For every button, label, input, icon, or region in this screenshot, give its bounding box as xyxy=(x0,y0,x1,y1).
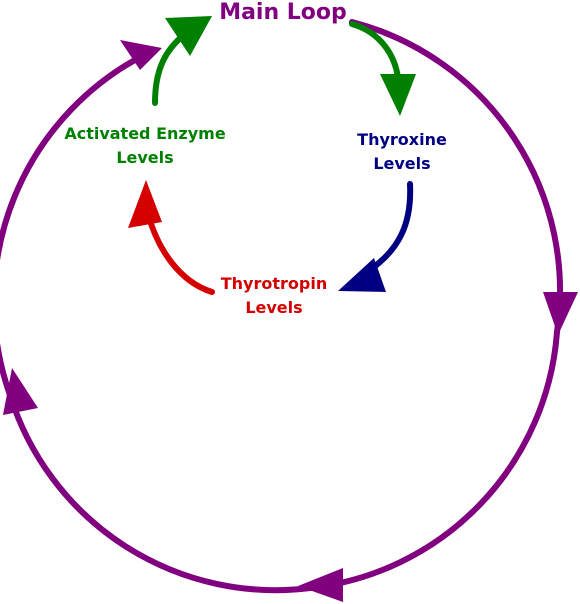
arrow-thyrotropin-to-enzyme xyxy=(128,180,215,295)
node-thyrotropin-label: Thyrotropin Levels xyxy=(221,274,327,317)
main-loop-arrowhead-top xyxy=(120,40,162,70)
thyrotropin-line2: Levels xyxy=(245,298,302,317)
arrow-main-loop-to-thyroxine xyxy=(349,21,416,116)
arrowhead-thyroxine xyxy=(380,74,416,116)
thyroxine-line2: Levels xyxy=(373,154,430,173)
arrow-thyroxine-to-thyrotropin xyxy=(338,181,414,292)
main-loop-arrowhead-left xyxy=(3,368,38,415)
node-activated-enzyme-label: Activated Enzyme Levels xyxy=(64,124,225,167)
main-loop-arrowhead-bottom xyxy=(298,568,343,602)
arrowhead-enzyme xyxy=(165,16,212,56)
main-loop-arrowhead-right xyxy=(543,292,578,335)
thyrotropin-line1: Thyrotropin xyxy=(221,274,327,293)
main-loop-arc-right xyxy=(349,19,564,335)
arrowhead-enzyme-red xyxy=(128,180,162,228)
activated-enzyme-line1: Activated Enzyme xyxy=(64,124,225,143)
main-loop-arc-bottom-right xyxy=(307,329,560,591)
thyroxine-line1: Thyroxine xyxy=(357,130,447,149)
title-main-loop: Main Loop xyxy=(219,0,347,25)
arrowhead-thyrotropin xyxy=(338,258,386,292)
arrow-enzyme-to-main-loop xyxy=(152,16,212,106)
main-loop-arc-bottom-left xyxy=(7,392,313,594)
main-loop-circle xyxy=(0,19,578,602)
activated-enzyme-line2: Levels xyxy=(116,148,173,167)
node-thyroxine-label: Thyroxine Levels xyxy=(357,130,447,173)
main-loop-arc-left xyxy=(0,49,153,398)
